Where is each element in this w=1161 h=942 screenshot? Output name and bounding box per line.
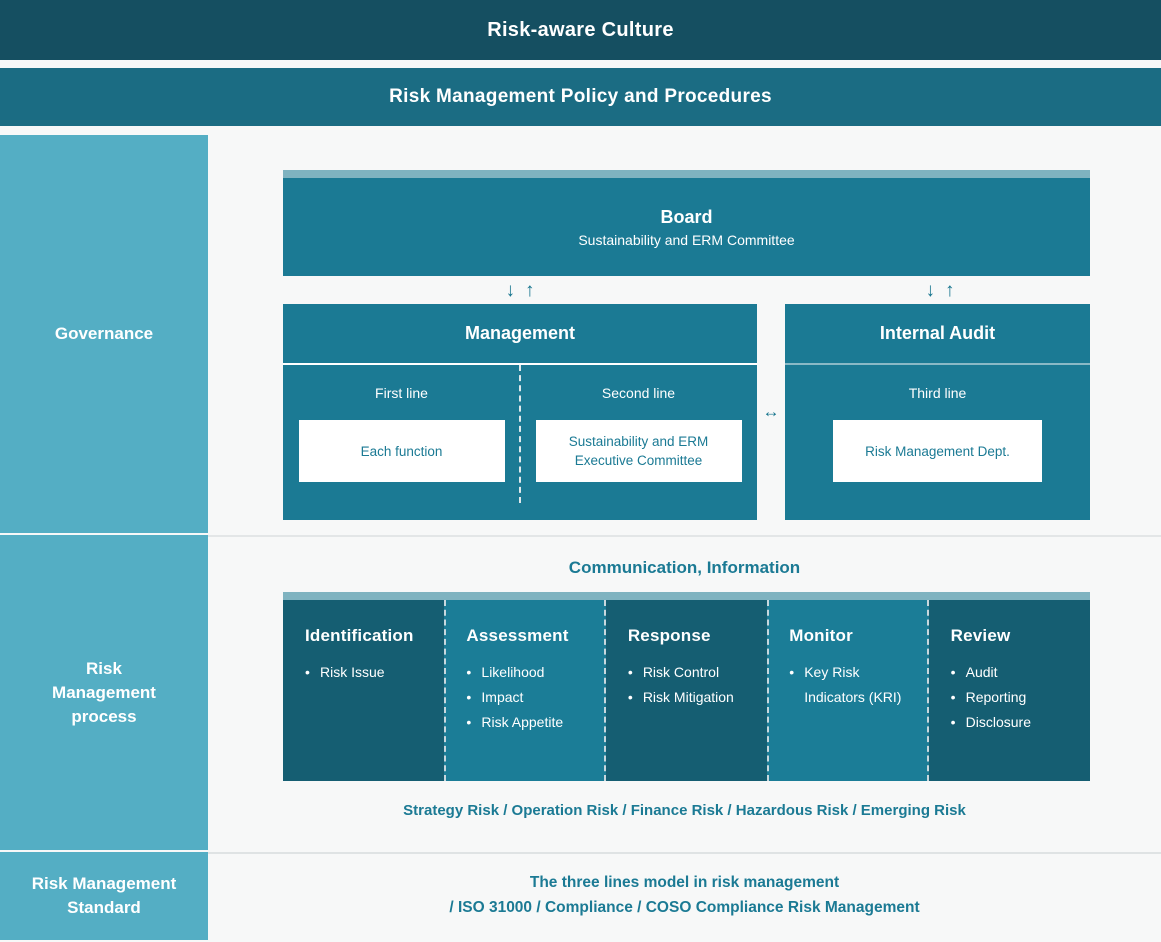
rail-risk-management-process: Risk Management process (0, 535, 208, 850)
communication-information-label: Communication, Information (568, 558, 801, 577)
risk-management-dept-box: Risk Management Dept. (833, 420, 1042, 482)
rail-governance: Governance (0, 135, 208, 533)
second-line-label: Second line (601, 385, 676, 401)
board-box: Board Sustainability and ERM Committee (283, 170, 1090, 276)
process-items-identification: Risk Issue (305, 660, 422, 685)
arrow-bidirectional-glyph: ↔ (762, 401, 780, 421)
board-title: Board (660, 206, 713, 227)
list-item: Key Risk Indicators (KRI) (789, 660, 906, 710)
process-column-assessment: Assessment Likelihood Impact Risk Appeti… (444, 592, 607, 781)
standard-line-2: / ISO 31000 / Compliance / COSO Complian… (449, 899, 920, 916)
internal-audit-lines: Third line Risk Management Dept. (785, 365, 1090, 518)
banner-risk-management-policy: Risk Management Policy and Procedures (0, 68, 1161, 126)
banner-policy-label: Risk Management Policy and Procedures (389, 86, 772, 107)
third-line-column: Third line Risk Management Dept. (785, 365, 1090, 518)
process-column-response: Response Risk Control Risk Mitigation (605, 592, 768, 781)
arrows-board-internal-audit: ↓ ↑ (880, 278, 1000, 302)
process-title-assessment: Assessment (466, 626, 569, 645)
arrow-up-icon: ↑ (945, 279, 955, 301)
third-line-label: Third line (908, 385, 967, 401)
banner-risk-aware-culture: Risk-aware Culture (0, 0, 1161, 60)
first-line-label: First line (375, 385, 428, 401)
arrow-bidirectional-icon: ↔ (757, 396, 785, 426)
process-title-review: Review (950, 626, 1011, 645)
arrows-board-management: ↓ ↑ (460, 278, 580, 302)
process-title-identification: Identification (305, 626, 414, 645)
management-divider (519, 365, 521, 503)
list-item: Impact (466, 685, 583, 710)
process-items-monitor: Key Risk Indicators (KRI) (789, 660, 906, 710)
internal-audit-title: Internal Audit (785, 304, 1090, 365)
sustainability-erm-executive-committee-box: Sustainability and ERM Executive Committ… (535, 420, 742, 482)
risk-types-label: Strategy Risk / Operation Risk / Finance… (403, 802, 966, 819)
process-column-review: Review Audit Reporting Disclosure (928, 592, 1091, 781)
list-item: Risk Issue (305, 660, 422, 685)
process-items-assessment: Likelihood Impact Risk Appetite (466, 660, 583, 735)
panel-standard (208, 852, 1161, 942)
list-item: Disclosure (951, 710, 1068, 735)
standard-text: The three lines model in risk management… (208, 870, 1161, 920)
each-function-box: Each function (298, 420, 505, 482)
management-box: Management First line Each function Seco… (283, 304, 757, 520)
list-item: Risk Control (628, 660, 745, 685)
rail-governance-label: Governance (54, 324, 154, 343)
standard-line-1: The three lines model in risk management (529, 874, 840, 891)
list-item: Reporting (951, 685, 1068, 710)
first-line-column: First line Each function (283, 365, 520, 518)
management-lines: First line Each function Second line Sus… (283, 365, 757, 518)
process-items-review: Audit Reporting Disclosure (951, 660, 1068, 735)
arrow-down-icon: ↓ (505, 279, 516, 301)
rail-process-label: Risk Management process (52, 658, 156, 726)
arrow-down-icon: ↓ (925, 279, 936, 301)
process-title-monitor: Monitor (789, 626, 853, 645)
process-column-monitor: Monitor Key Risk Indicators (KRI) (767, 592, 930, 781)
rail-standard-label: Risk Management Standard (31, 874, 177, 917)
rail-risk-management-standard: Risk Management Standard (0, 852, 208, 940)
management-title: Management (283, 304, 757, 365)
list-item: Risk Mitigation (628, 685, 745, 710)
second-line-column: Second line Sustainability and ERM Execu… (520, 365, 757, 518)
banner-culture-label: Risk-aware Culture (487, 18, 674, 41)
board-subtitle: Sustainability and ERM Committee (578, 231, 795, 248)
list-item: Risk Appetite (466, 710, 583, 735)
process-title-response: Response (627, 626, 711, 645)
arrow-up-icon: ↑ (525, 279, 535, 301)
internal-audit-box: Internal Audit Third line Risk Managemen… (785, 304, 1090, 520)
process-column-identification: Identification Risk Issue (283, 592, 445, 781)
list-item: Audit (951, 660, 1068, 685)
process-columns: Identification Risk Issue Assessment Lik… (283, 592, 1091, 781)
list-item: Likelihood (466, 660, 583, 685)
process-items-response: Risk Control Risk Mitigation (628, 660, 745, 710)
